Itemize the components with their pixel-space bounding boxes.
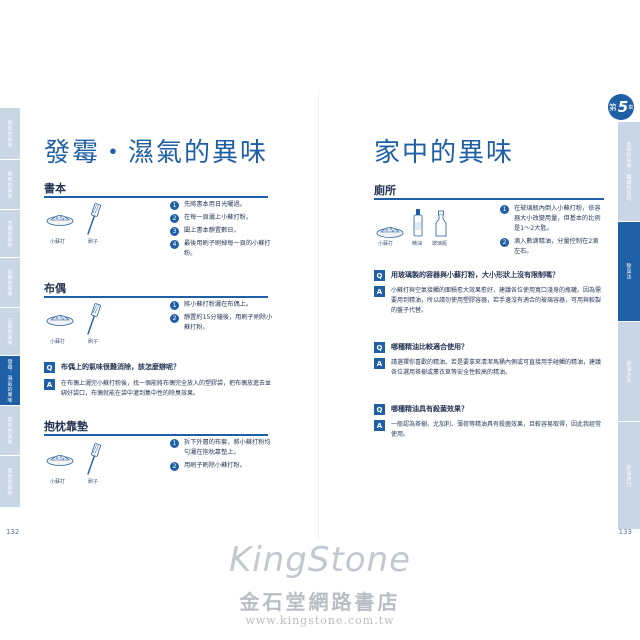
tool-label: 小蘇打 [50, 239, 66, 245]
question-text: 哪種精油比較適合使用？ [391, 343, 468, 351]
baking-soda-icon [46, 315, 74, 326]
side-tab[interactable]: 廚房的異味 [0, 108, 20, 160]
a-badge: A [44, 379, 55, 390]
q-badge: Q [374, 404, 385, 415]
brush-icon [87, 203, 101, 235]
tool-label: 小蘇打 [50, 479, 66, 485]
tool-label: 刷子 [88, 239, 99, 245]
watermark-chinese: 金石堂網路書店 [239, 590, 401, 614]
tool-label: 玻璃瓶 [432, 241, 448, 247]
answer-row: A 小蘇打與空氣接觸的面積愈大效果愈好，建議各位使用寬口淺身的瓶罐。因為需要用到… [374, 286, 606, 316]
a-badge: A [374, 286, 385, 297]
section-underline [44, 434, 268, 436]
side-tab[interactable]: 去除好氣味・離開的技巧 [618, 122, 640, 222]
side-tab[interactable]: 除臭技巧 [618, 422, 640, 530]
a-badge: A [374, 358, 385, 369]
q-badge: Q [374, 342, 385, 353]
q-badge: Q [44, 362, 55, 373]
brush-icon [87, 303, 101, 335]
section-heading: 布偶 [44, 282, 66, 295]
baking-soda-icon [46, 455, 74, 466]
q-badge: Q [374, 270, 385, 281]
section-heading: 抱枕靠墊 [44, 420, 88, 433]
tool-label: 小蘇打 [50, 339, 66, 345]
qa-block: Q 布偶上的氣味很難消除，該怎麼辦呢？ A 在布偶上灑完小蘇打粉後，找一個能將布… [44, 362, 274, 399]
page-number-right: 133 [618, 528, 632, 536]
question-row: Q 哪種精油比較適合使用？ [374, 342, 606, 353]
answer-text: 一般認為茶樹、尤加利、薄荷等精油具有殺菌效果，且較容易取得，因此我經常使用。 [391, 421, 602, 438]
side-tab[interactable]: 玄關的異味 [0, 308, 20, 356]
question-row: Q 哪種精油具有殺菌效果？ [374, 404, 606, 415]
page-number-left: 132 [6, 528, 20, 536]
essential-oil-bottle-icon [413, 209, 423, 237]
watermark-brand: KingStone [228, 540, 412, 580]
section-underline [44, 296, 268, 298]
watermark-url: www.kingstone.com.tw [245, 614, 395, 627]
side-tab[interactable]: 衣櫃的異味 [0, 210, 20, 258]
side-tab[interactable]: 廚房的異味 [0, 160, 20, 210]
a-badge: A [374, 420, 385, 431]
question-row: Q 布偶上的氣味很難消除，該怎麼辦呢？ [44, 362, 274, 373]
side-tab-active[interactable]: 除臭法 [618, 222, 640, 322]
side-tab[interactable]: 浴廁的異味 [0, 258, 20, 308]
section-heading: 書本 [44, 182, 66, 195]
side-tab[interactable]: 家中的異味 [0, 406, 20, 456]
answer-text: 請選擇你喜歡的精油。若是要拿來清潔馬桶內側或可直接用手碰觸的精油，建議各位選用茶… [391, 359, 602, 376]
side-tab[interactable]: 其他的異味 [0, 456, 20, 508]
side-tab[interactable]: 除濕方法 [618, 322, 640, 422]
answer-row: A 在布偶上灑完小蘇打粉後，找一個能將布偶完全放入的塑膠袋，把布偶放進去並綁好袋… [44, 379, 274, 399]
baking-soda-icon [46, 215, 74, 226]
page-gutter [318, 90, 319, 540]
qa-block: Q 哪種精油比較適合使用？ A 請選擇你喜歡的精油。若是要拿來清潔馬桶內側或可直… [374, 342, 606, 378]
answer-text: 小蘇打與空氣接觸的面積愈大效果愈好，建議各位使用寬口淺身的瓶罐。因為需要用到精油… [391, 287, 602, 314]
answer-row: A 請選擇你喜歡的精油。若是要拿來清潔馬桶內側或可直接用手碰觸的精油，建議各位選… [374, 358, 606, 378]
qa-block: Q 哪種精油具有殺菌效果？ A 一般認為茶樹、尤加利、薄荷等精油具有殺菌效果，且… [374, 404, 606, 440]
question-text: 用玻璃製的容器與小蘇打粉，大小形狀上沒有限制嗎？ [391, 271, 559, 279]
brush-icon [87, 443, 101, 475]
tool-label: 刷子 [88, 479, 99, 485]
tool-label: 刷子 [88, 339, 99, 345]
side-tab-active[interactable]: 發霉．濕氣的異味 [0, 356, 20, 406]
tool-label: 精油 [412, 241, 423, 247]
glass-jar-icon [435, 210, 447, 237]
section-underline [374, 198, 604, 200]
page-title-left: 發霉・濕氣的異味 [44, 138, 269, 168]
section-underline [44, 196, 268, 198]
section-heading: 廁所 [374, 184, 396, 197]
baking-soda-icon [376, 227, 404, 238]
question-text: 布偶上的氣味很難消除，該怎麼辦呢？ [61, 363, 180, 371]
answer-text: 在布偶上灑完小蘇打粉後，找一個能將布偶完全放入的塑膠袋，把布偶放進去並綁好袋口，… [61, 380, 272, 397]
answer-row: A 一般認為茶樹、尤加利、薄荷等精油具有殺菌效果，且較容易取得，因此我經常使用。 [374, 420, 606, 440]
page-title-right: 家中的異味 [374, 138, 515, 168]
question-row: Q 用玻璃製的容器與小蘇打粉，大小形狀上沒有限制嗎？ [374, 270, 606, 281]
tool-label: 小蘇打 [378, 241, 394, 247]
qa-block: Q 用玻璃製的容器與小蘇打粉，大小形狀上沒有限制嗎？ A 小蘇打與空氣接觸的面積… [374, 270, 606, 316]
question-text: 哪種精油具有殺菌效果？ [391, 405, 468, 413]
